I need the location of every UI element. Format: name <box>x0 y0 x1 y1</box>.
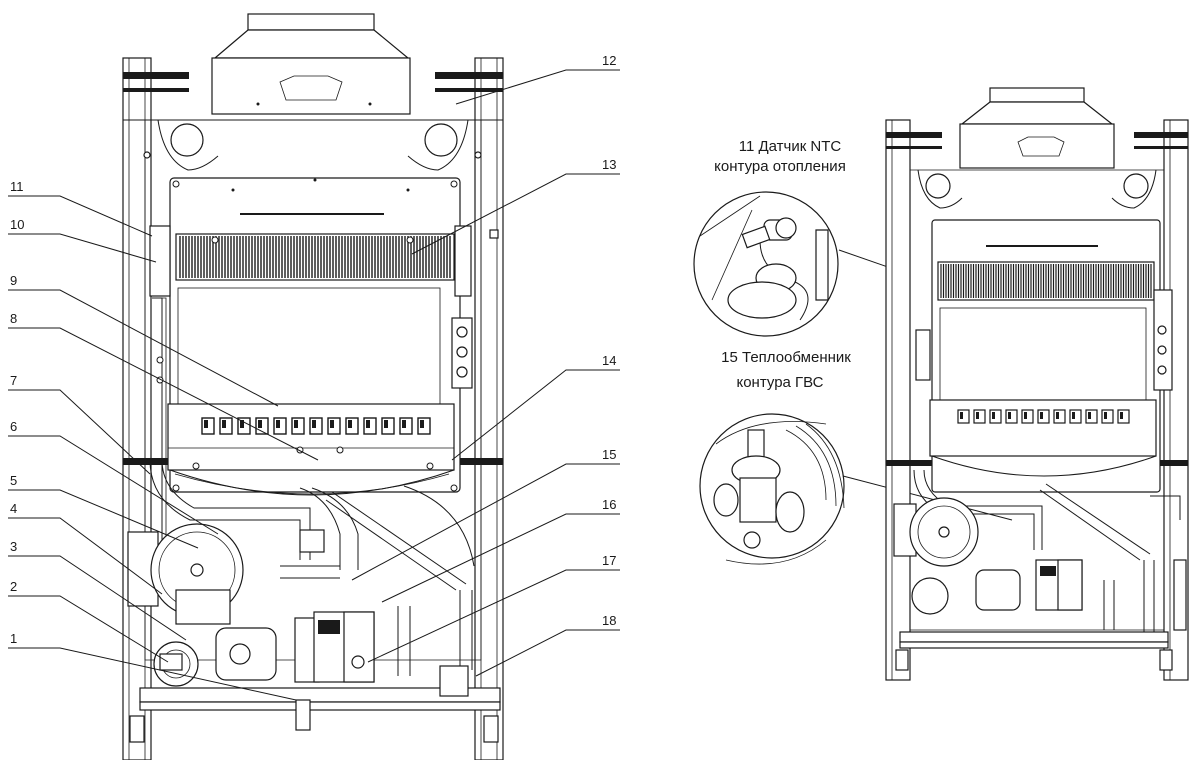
callout-2: 2 <box>10 579 17 594</box>
ntc-caption-line1: 11 Датчик NTC <box>739 138 842 155</box>
callout-numbers-right: 12 13 14 15 16 17 18 <box>602 53 616 628</box>
bottom-tray <box>129 665 501 743</box>
callout-10: 10 <box>10 217 24 232</box>
flue-hood <box>211 13 411 115</box>
callout-14: 14 <box>602 353 616 368</box>
callout-15: 15 <box>602 447 616 462</box>
detail-ntc: 11 Датчик NTC контура отопления <box>693 138 909 337</box>
callout-numbers-left: 11 10 9 8 7 6 5 4 3 2 1 <box>10 179 24 646</box>
callout-leaders <box>8 69 620 701</box>
callout-5: 5 <box>10 473 17 488</box>
main-boiler-drawing <box>122 13 504 760</box>
outer-frame <box>122 57 504 760</box>
hex-caption-line1: 15 Теплообменник <box>721 349 851 366</box>
hex-caption-line2: контура ГВС <box>736 374 823 391</box>
callout-18: 18 <box>602 613 616 628</box>
hydraulic-group <box>153 617 320 687</box>
callout-4: 4 <box>10 501 17 516</box>
callout-16: 16 <box>602 497 616 512</box>
callout-6: 6 <box>10 419 17 434</box>
detail-hex: 15 Теплообменник контура ГВС <box>699 349 1013 565</box>
callout-17: 17 <box>602 553 616 568</box>
callout-9: 9 <box>10 273 17 288</box>
ntc-caption-line2: контура отопления <box>714 158 846 175</box>
callout-11: 11 <box>10 179 24 194</box>
callout-1: 1 <box>10 631 17 646</box>
callout-3: 3 <box>10 539 17 554</box>
burner <box>167 287 455 496</box>
callout-7: 7 <box>10 373 17 388</box>
secondary-boiler-drawing <box>885 87 1189 681</box>
gas-valve <box>313 611 375 683</box>
back-panel <box>144 119 482 661</box>
callout-12: 12 <box>602 53 616 68</box>
pipework <box>149 459 475 676</box>
callout-13: 13 <box>602 157 616 172</box>
callout-8: 8 <box>10 311 17 326</box>
